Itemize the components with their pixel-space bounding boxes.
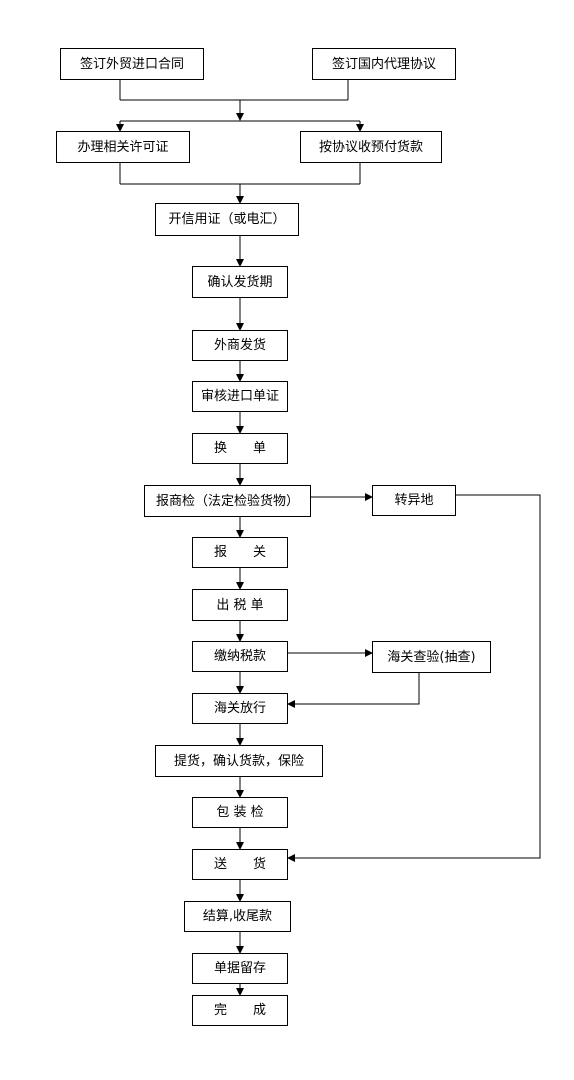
node-complete: 完 成 xyxy=(192,995,288,1026)
node-pickup: 提货，确认货款，保险 xyxy=(155,745,323,777)
node-declaration: 报 关 xyxy=(192,537,288,568)
node-pay-tax: 缴纳税款 xyxy=(192,641,288,672)
arrow-transfer-to-delivery xyxy=(287,494,541,862)
node-settlement: 结算,收尾款 xyxy=(184,901,291,932)
node-license: 办理相关许可证 xyxy=(56,131,190,163)
arrow-inspection-to-release xyxy=(287,673,420,708)
node-exchange-documents: 换 单 xyxy=(192,433,288,464)
node-sign-foreign-contract: 签订外贸进口合同 xyxy=(60,48,204,80)
node-foreign-shipment: 外商发货 xyxy=(192,330,288,361)
node-delivery: 送 货 xyxy=(192,849,288,880)
node-archive: 单据留存 xyxy=(192,953,288,984)
node-advance-payment: 按协议收预付货款 xyxy=(300,131,442,163)
node-customs-inspection: 海关查验(抽查) xyxy=(372,641,491,673)
node-sign-domestic-agreement: 签订国内代理协议 xyxy=(312,48,456,80)
node-inspection: 报商检（法定检验货物） xyxy=(144,485,311,517)
node-tax-bill: 出 税 单 xyxy=(192,589,288,621)
node-packaging-check: 包 装 检 xyxy=(192,797,288,828)
node-transfer: 转异地 xyxy=(372,485,456,516)
node-confirm-shipment: 确认发货期 xyxy=(192,266,288,298)
node-letter-of-credit: 开信用证（或电汇） xyxy=(155,203,299,236)
node-customs-release: 海关放行 xyxy=(192,693,288,724)
node-review-documents: 审核进口单证 xyxy=(192,381,288,412)
